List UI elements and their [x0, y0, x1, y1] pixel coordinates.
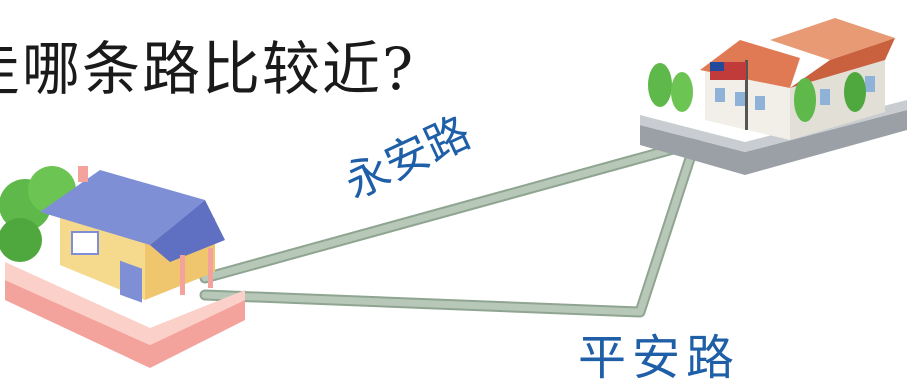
school-illustration — [640, 18, 907, 175]
roads — [199, 137, 701, 318]
road-label-pingan: 平安路 — [578, 330, 741, 386]
question-text: 走哪条路比较近? — [0, 35, 416, 103]
house-illustration — [0, 166, 245, 368]
